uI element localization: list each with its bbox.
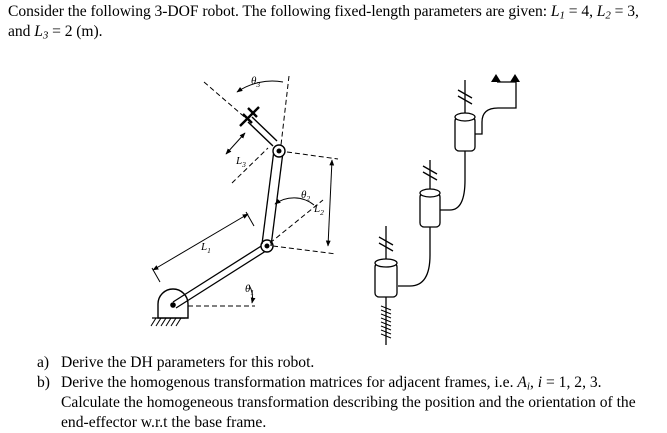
joint-1-icon	[374, 262, 398, 298]
l1-label: L1	[200, 241, 211, 255]
question-a: a) Derive the DH parameters for this robo…	[37, 353, 657, 373]
theta1-label: θ1	[245, 283, 254, 297]
problem-statement: Consider the following 3-DOF robot. The …	[8, 2, 660, 42]
l3-symbol: L3	[34, 23, 49, 42]
question-b-text: Derive the homogenous transformation mat…	[61, 374, 518, 391]
robot-figure: θ3 L3 θ2 L2 L1 θ1	[150, 74, 520, 345]
question-b: b) Derive the homogenous transformation m…	[37, 374, 636, 431]
question-a-text: Derive the DH parameters for this robot.	[61, 354, 315, 371]
l1-symbol: L1	[550, 3, 565, 22]
l1-value: = 4,	[564, 3, 597, 20]
l2-value: = 3, and	[8, 3, 639, 40]
statement-text: Consider the following 3-DOF robot. The …	[8, 3, 551, 20]
question-a-label: a)	[37, 354, 50, 371]
theta3-label: θ3	[251, 75, 260, 89]
l2-label: L2	[313, 203, 324, 217]
joint-2-icon	[419, 192, 441, 228]
question-b-text-cont: = 1, 2, 3. Calculate the homogeneous tra…	[61, 374, 636, 431]
question-b-label: b)	[37, 374, 50, 391]
theta2-label: θ2	[301, 189, 310, 203]
arm-diagram	[150, 75, 339, 327]
i-symbol: i	[537, 374, 543, 391]
joint-schematic	[374, 74, 520, 345]
l2-symbol: L2	[596, 3, 611, 22]
l3-label: L3	[235, 155, 246, 169]
question-list: a) Derive the DH parameters for this robo…	[37, 353, 657, 433]
l3-value: = 2 (m).	[48, 23, 103, 40]
joint-3-icon	[454, 116, 476, 152]
ground-hatch-icon	[150, 317, 185, 327]
gripper-icon	[239, 106, 260, 127]
a-sub-i-symbol: Ai	[517, 374, 530, 393]
